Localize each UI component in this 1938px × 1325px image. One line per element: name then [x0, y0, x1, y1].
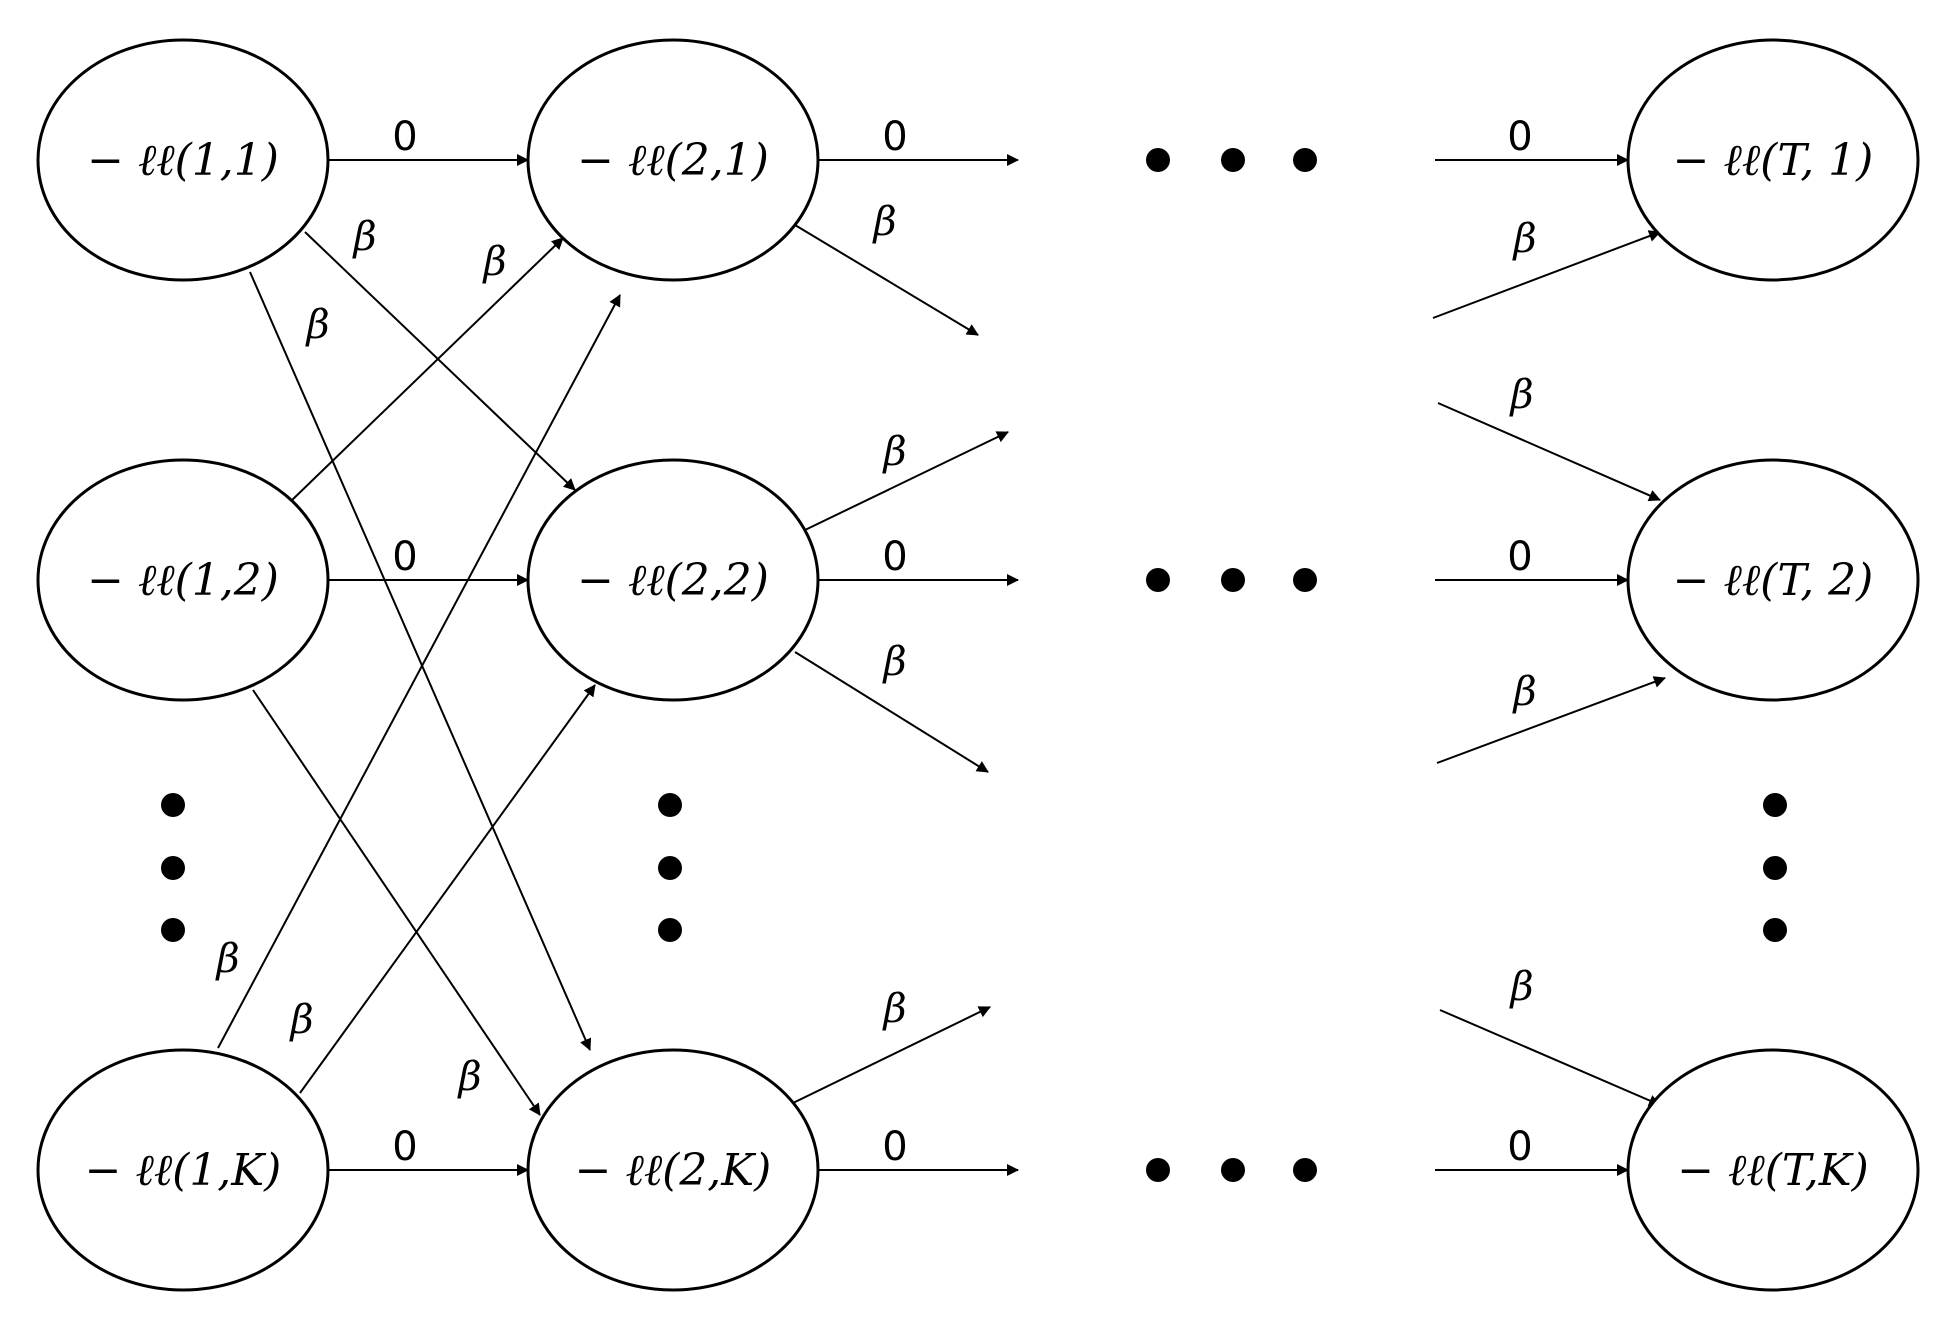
vertical-ellipsis-col-2	[658, 793, 682, 942]
dot	[1293, 148, 1317, 172]
dot	[161, 918, 185, 942]
node-T-1: − ℓℓ(T, 1)	[1626, 38, 1920, 282]
edges-col2-out	[792, 154, 1019, 1176]
vertical-ellipsis-col-T	[1763, 793, 1787, 942]
dot	[1146, 1158, 1170, 1182]
node-1-2-label: − ℓℓ(1,2)	[87, 555, 279, 606]
edge-21-diag-down	[794, 224, 979, 336]
node-1-K-ellipse	[36, 1048, 330, 1292]
dot	[161, 793, 185, 817]
edge-in-T2-diag-from-below	[1436, 676, 1666, 764]
node-2-2-label: − ℓℓ(2,2)	[577, 555, 769, 606]
node-1-2-ellipse	[36, 458, 330, 702]
node-1-K-label: − ℓℓ(1,K)	[85, 1145, 282, 1196]
dot	[1221, 568, 1245, 592]
vertical-ellipsis-col-1	[161, 793, 185, 942]
dot	[658, 918, 682, 942]
node-1-1: − ℓℓ(1,1)	[36, 38, 330, 282]
label-beta-12-21: β	[481, 239, 506, 285]
node-T-2: − ℓℓ(T, 2)	[1626, 458, 1920, 702]
node-1-1-ellipse	[36, 38, 330, 282]
dot	[658, 793, 682, 817]
label-beta-21-diag-down: β	[871, 199, 896, 245]
label-beta-11-22: β	[351, 214, 376, 260]
label-beta-22-diag-up: β	[881, 429, 906, 475]
edge-12-21	[289, 237, 564, 503]
node-T-K: − ℓℓ(T,K)	[1626, 1048, 1920, 1292]
label-beta-in-T2-below: β	[1511, 669, 1536, 715]
edge-22-diag-up	[804, 431, 1009, 531]
label-zero-22-out: 0	[882, 534, 907, 580]
label-beta-in-TK-diag: β	[1508, 964, 1533, 1010]
edge-2K-diag-up	[792, 1006, 991, 1104]
dot	[1293, 1158, 1317, 1182]
edge-22-diag-down	[794, 651, 989, 773]
label-zero-2K-out: 0	[882, 1124, 907, 1170]
dot	[1763, 918, 1787, 942]
edge-1K-21	[217, 294, 621, 1049]
label-beta-1K-21: β	[214, 936, 239, 982]
edges-col1-col2	[217, 154, 621, 1176]
dot	[1763, 793, 1787, 817]
node-1-2: − ℓℓ(1,2)	[36, 458, 330, 702]
label-zero-11-21: 0	[392, 114, 417, 160]
label-beta-11-2K: β	[304, 302, 329, 348]
node-T-1-label: − ℓℓ(T, 1)	[1673, 135, 1874, 186]
dot	[1221, 148, 1245, 172]
dot	[161, 856, 185, 880]
label-beta-in-T1-diag: β	[1511, 216, 1536, 262]
label-zero-1K-2K: 0	[392, 1124, 417, 1170]
edge-labels-beta: β β β β β β β β β β β β β β	[214, 199, 1536, 1100]
node-2-K-ellipse	[526, 1048, 820, 1292]
edge-in-TK-diag	[1439, 1009, 1661, 1107]
edges-into-colT	[1432, 154, 1666, 1176]
dot	[1221, 1158, 1245, 1182]
edge-12-2K	[252, 689, 541, 1116]
label-beta-in-T2-above: β	[1508, 372, 1533, 418]
node-2-2: − ℓℓ(2,2)	[526, 458, 820, 702]
node-T-2-label: − ℓℓ(T, 2)	[1673, 555, 1874, 606]
label-beta-1K-22: β	[288, 997, 313, 1043]
label-zero-21-out: 0	[882, 114, 907, 160]
horizontal-ellipsis-row-2	[1146, 568, 1317, 592]
horizontal-ellipsis-row-K	[1146, 1158, 1317, 1182]
label-beta-2K-diag-up: β	[881, 986, 906, 1032]
edge-labels-zero: 0 0 0 0 0 0 0 0 0	[392, 114, 1532, 1170]
edge-in-T1-diag	[1432, 230, 1661, 319]
label-zero-12-22: 0	[392, 534, 417, 580]
dot	[1146, 148, 1170, 172]
node-1-K: − ℓℓ(1,K)	[36, 1048, 330, 1292]
node-2-1-ellipse	[526, 38, 820, 282]
label-beta-12-2K: β	[456, 1054, 481, 1100]
label-beta-22-diag-down: β	[881, 639, 906, 685]
node-2-K-label: − ℓℓ(2,K)	[575, 1145, 772, 1196]
node-2-K: − ℓℓ(2,K)	[526, 1048, 820, 1292]
node-1-1-label: − ℓℓ(1,1)	[87, 135, 279, 186]
edge-11-2K	[249, 271, 592, 1051]
node-2-1: − ℓℓ(2,1)	[526, 38, 820, 282]
label-zero-in-T1: 0	[1507, 114, 1532, 160]
dot	[1763, 856, 1787, 880]
node-T-K-ellipse	[1626, 1048, 1920, 1292]
dot	[1146, 568, 1170, 592]
horizontal-ellipsis-row-1	[1146, 148, 1317, 172]
label-zero-in-T2: 0	[1507, 534, 1532, 580]
edge-1K-22	[299, 684, 596, 1094]
node-2-2-ellipse	[526, 458, 820, 702]
node-T-1-ellipse	[1626, 38, 1920, 282]
dot	[1293, 568, 1317, 592]
label-zero-in-TK: 0	[1507, 1124, 1532, 1170]
edge-11-22	[304, 231, 576, 491]
node-2-1-label: − ℓℓ(2,1)	[577, 135, 769, 186]
dot	[658, 856, 682, 880]
edge-in-T2-diag-from-above	[1437, 402, 1661, 502]
node-T-K-label: − ℓℓ(T,K)	[1677, 1145, 1869, 1196]
node-T-2-ellipse	[1626, 458, 1920, 702]
